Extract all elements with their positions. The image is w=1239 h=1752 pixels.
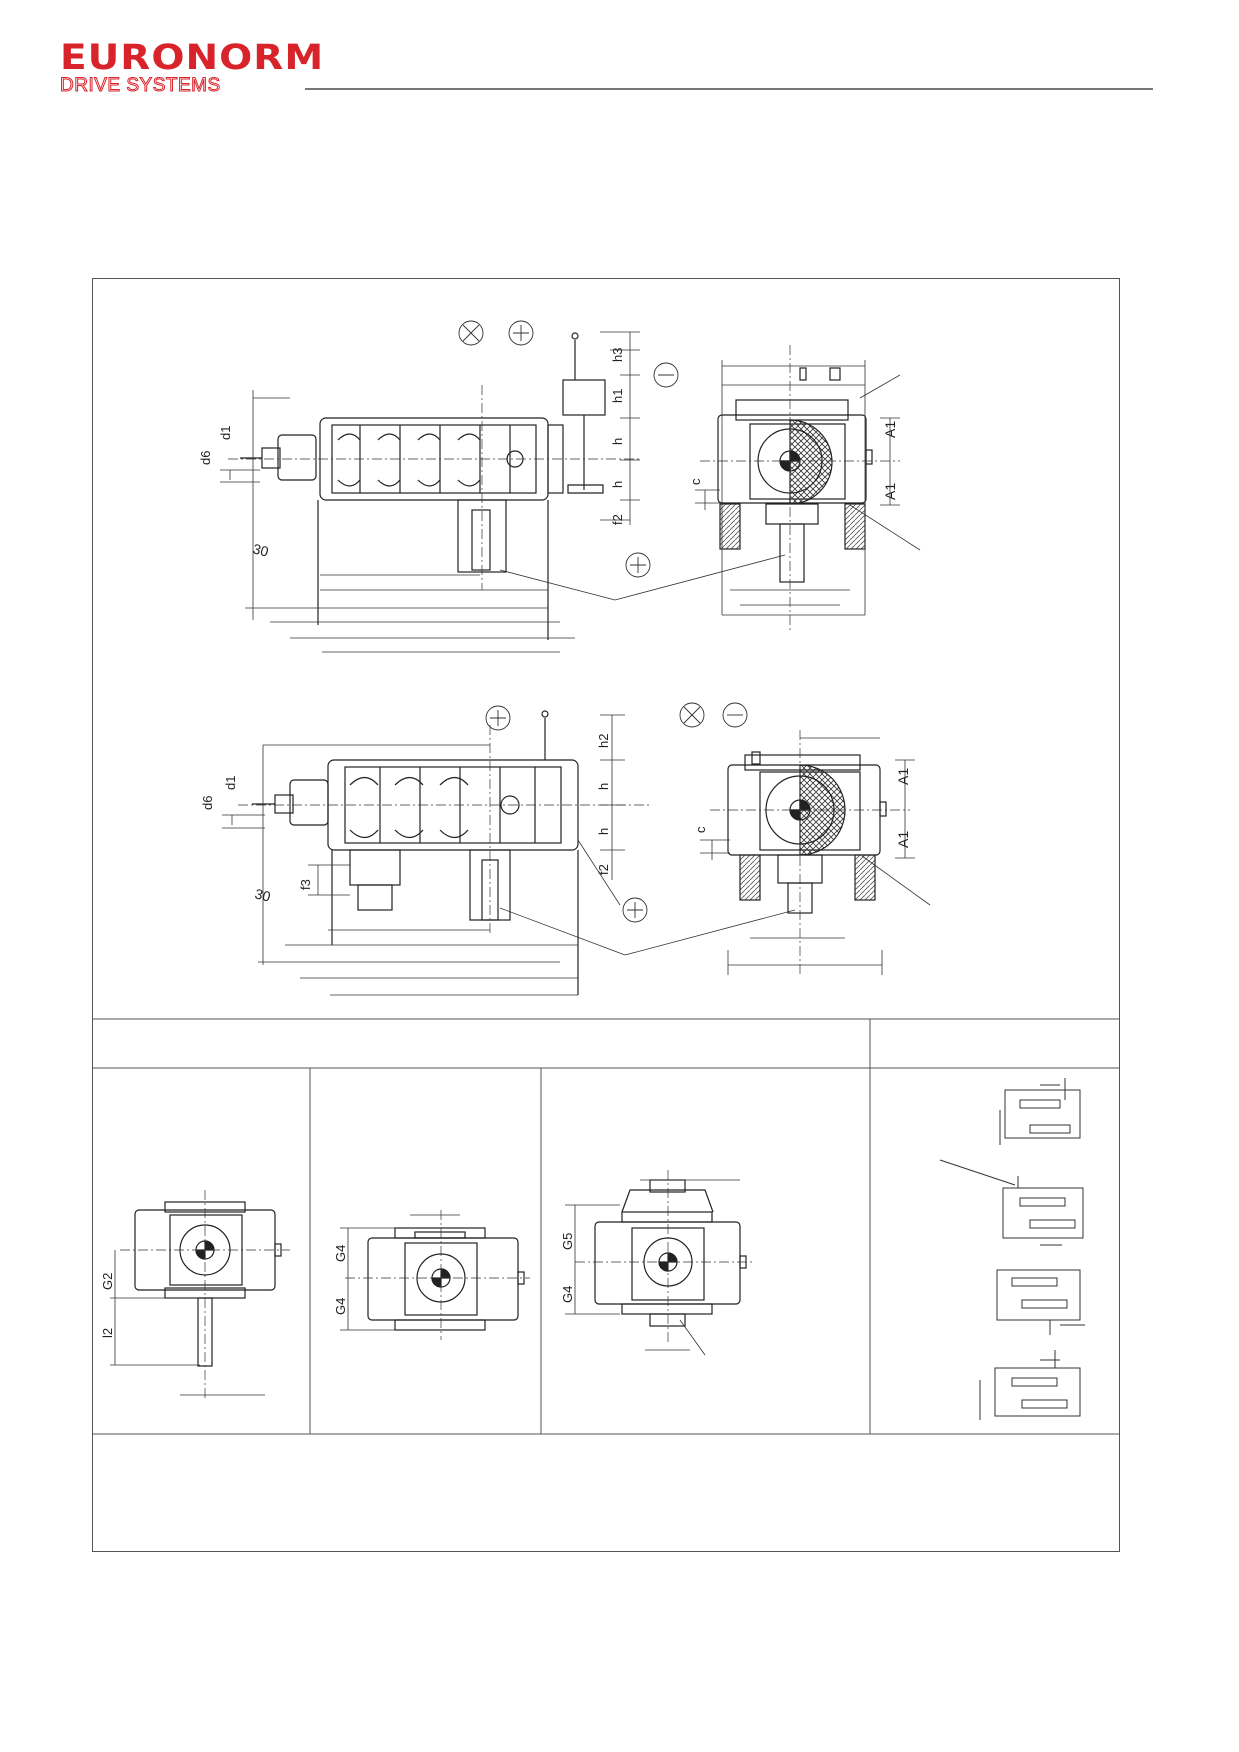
middle-side-view [252, 710, 579, 995]
label-A1: A1 [895, 831, 911, 848]
label-h: h [610, 438, 625, 445]
label-h1: h1 [610, 389, 625, 403]
top-front-view [717, 367, 873, 583]
bottom-view-1 [134, 1201, 282, 1367]
top-side-view [240, 332, 606, 640]
view-direction-icon [508, 320, 534, 346]
label-d1: d1 [223, 776, 238, 790]
frame-grid [92, 1018, 1120, 1435]
cross-circle-icon [679, 702, 705, 728]
middle-front-view [727, 751, 887, 914]
label-G4: G4 [333, 1298, 348, 1315]
label-d1: d1 [218, 426, 233, 440]
label-f3: f3 [298, 879, 313, 890]
label-c: c [688, 478, 703, 485]
label-G5: G5 [560, 1233, 575, 1250]
label-G4: G4 [333, 1245, 348, 1262]
label-h: h [596, 828, 611, 835]
label-f2: f2 [610, 514, 625, 525]
label-l2: l2 [100, 1328, 115, 1338]
header-rule [305, 88, 1153, 90]
label-f2: f2 [596, 864, 611, 875]
drain-plug-icon [625, 362, 679, 578]
label-h2: h2 [596, 734, 611, 748]
view-direction-icon [485, 705, 511, 731]
cross-circle-icon [458, 320, 484, 346]
label-A1: A1 [895, 768, 911, 785]
label-h3: h3 [610, 348, 625, 362]
label-A1: A1 [882, 421, 898, 438]
drawing-frame [92, 278, 1120, 1552]
label-h: h [596, 783, 611, 790]
label-h: h [610, 481, 625, 488]
label-angle: 30 [253, 885, 272, 904]
label-c: c [693, 826, 708, 833]
label-d6: d6 [198, 451, 213, 465]
rotation-schematics [939, 1078, 1085, 1420]
label-angle: 30 [251, 540, 270, 559]
bottom-view-2 [367, 1227, 525, 1331]
label-G2: G2 [100, 1273, 115, 1290]
brand-subtitle: DRIVE SYSTEMS [60, 75, 221, 96]
label-d6: d6 [200, 796, 215, 810]
bottom-view-3 [594, 1179, 747, 1327]
dimension-lines [220, 331, 786, 653]
drain-plug-icon [622, 702, 748, 923]
label-G4: G4 [560, 1286, 575, 1303]
label-A1: A1 [882, 483, 898, 500]
